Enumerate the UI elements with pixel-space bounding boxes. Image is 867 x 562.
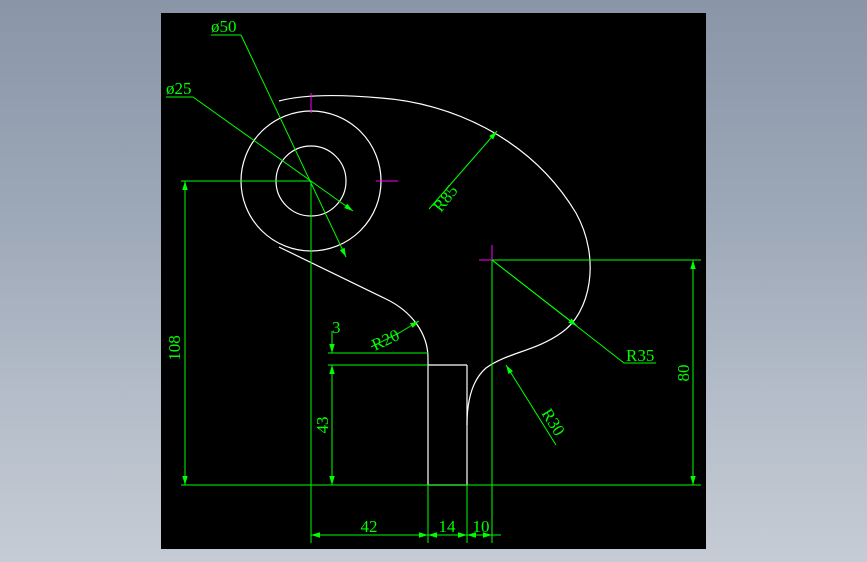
label-43: 43 (313, 417, 332, 434)
label-r30: R30 (538, 405, 569, 439)
center-marks (310, 93, 506, 269)
label-dia-25: ø25 (166, 79, 192, 98)
lower-left-profile (278, 246, 429, 365)
cad-drawing: ø50 ø25 R85 R20 R35 R30 108 80 43 3 42 1… (165, 17, 701, 543)
label-dia-50: ø50 (211, 17, 237, 36)
dimension-labels: ø50 ø25 R85 R20 R35 R30 108 80 43 3 42 1… (165, 17, 693, 536)
label-10: 10 (473, 517, 490, 536)
label-r85: R85 (429, 181, 461, 215)
label-80: 80 (674, 365, 693, 382)
label-3: 3 (332, 318, 341, 337)
outer-profile (278, 95, 591, 426)
drawing-canvas: ø50 ø25 R85 R20 R35 R30 108 80 43 3 42 1… (161, 13, 706, 549)
label-108: 108 (165, 335, 184, 361)
label-r20: R20 (369, 325, 403, 354)
dimension-lines (166, 34, 701, 543)
label-14: 14 (439, 517, 457, 536)
part-outline (240, 95, 591, 486)
label-42: 42 (361, 517, 378, 536)
label-r35: R35 (626, 346, 654, 365)
